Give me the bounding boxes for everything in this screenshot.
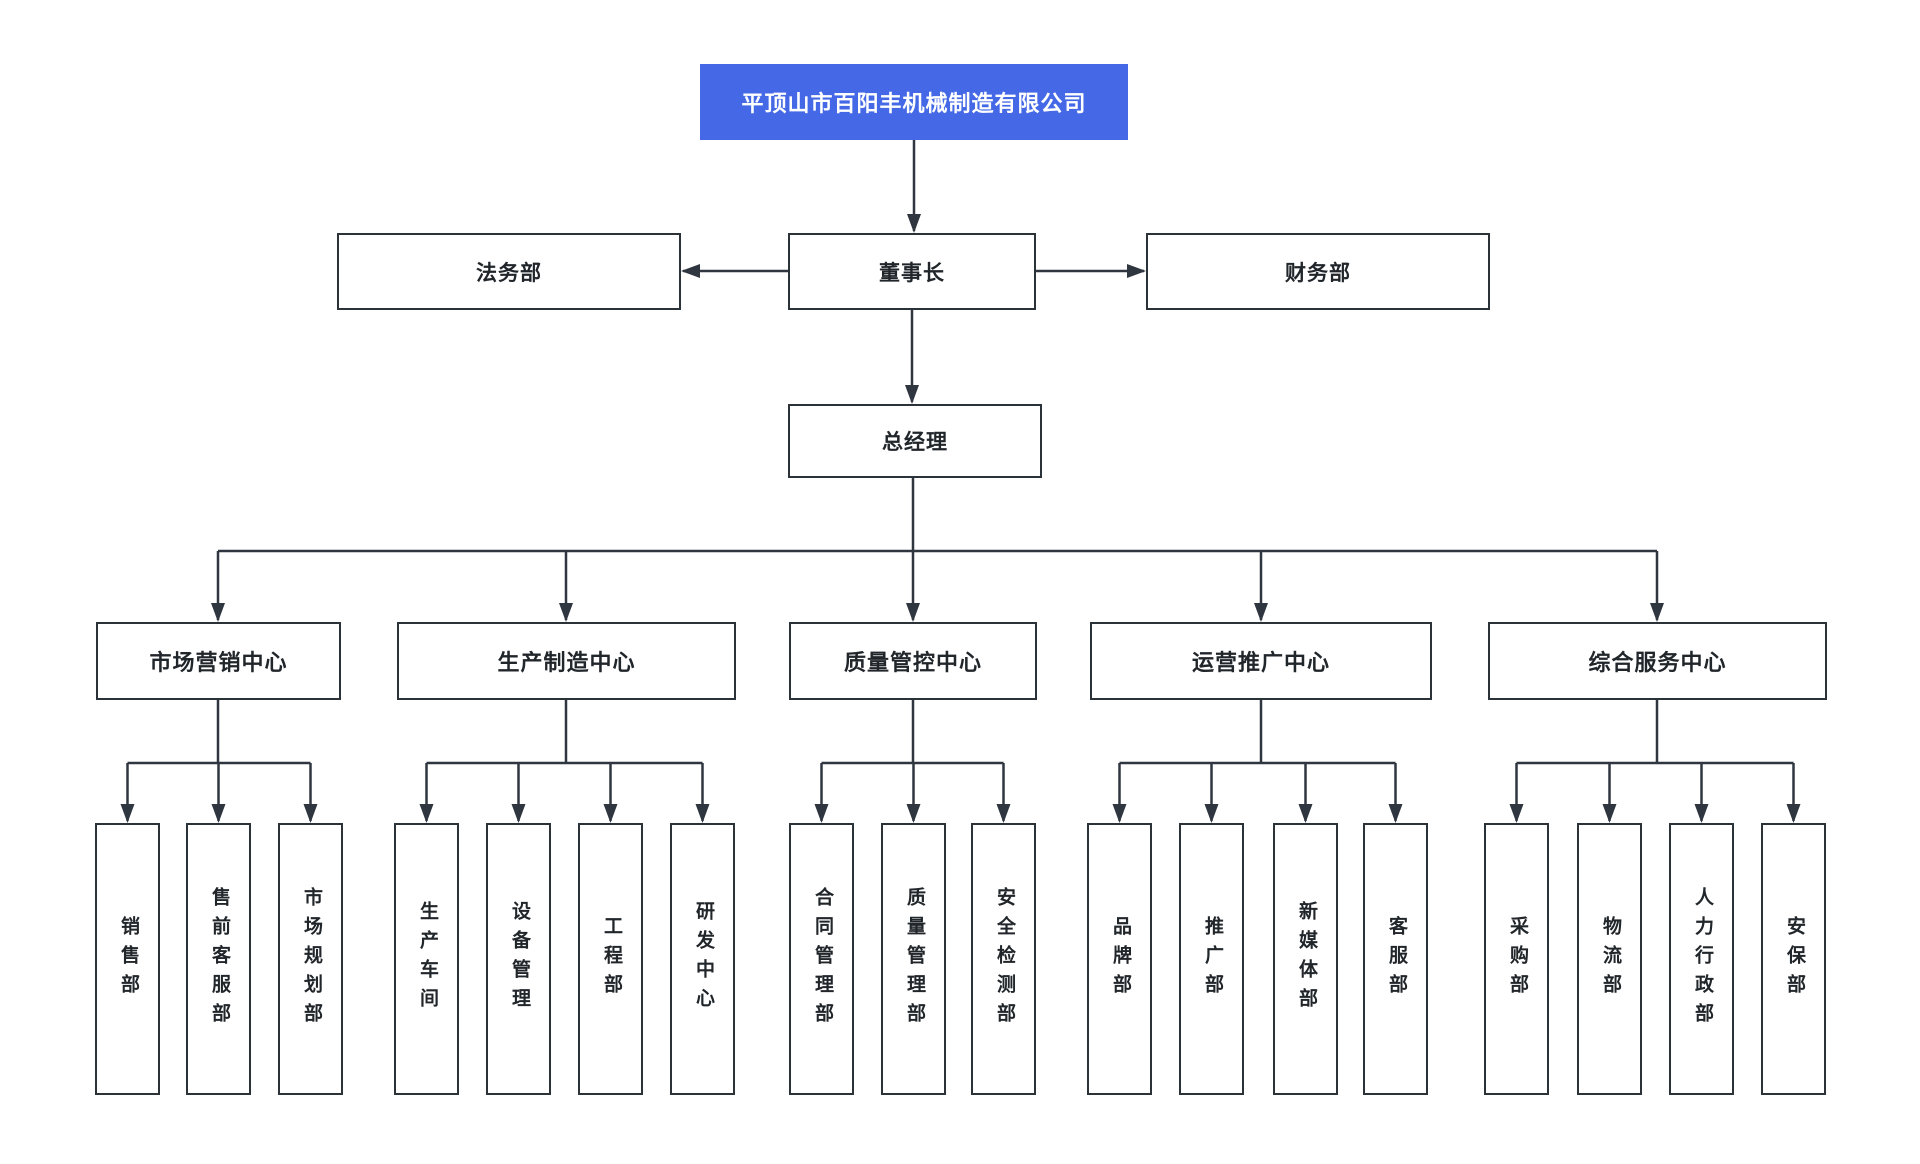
dept-label-contract-management: 合同管理部 <box>811 886 833 1032</box>
dept-box-brand: 品牌部 <box>1087 823 1152 1095</box>
dept-box-engineering: 工程部 <box>578 823 643 1095</box>
center-box-production: 生产制造中心 <box>397 622 736 700</box>
finance-dept-box: 财务部 <box>1146 233 1490 310</box>
dept-box-security: 安保部 <box>1761 823 1826 1095</box>
center-label-operations: 运营推广中心 <box>1191 650 1330 675</box>
dept-box-presales-service: 售前客服部 <box>186 823 251 1095</box>
dept-label-production-workshop: 生产车间 <box>416 901 438 1017</box>
center-label-marketing: 市场营销中心 <box>149 650 288 675</box>
dept-box-equipment-management: 设备管理 <box>486 823 551 1095</box>
dept-box-customer-service: 客服部 <box>1363 823 1428 1095</box>
dept-label-hr-admin: 人力行政部 <box>1691 886 1713 1032</box>
dept-label-safety-inspection: 安全检测部 <box>993 886 1015 1032</box>
dept-box-contract-management: 合同管理部 <box>789 823 854 1095</box>
center-box-services: 综合服务中心 <box>1488 622 1827 700</box>
dept-label-new-media: 新媒体部 <box>1295 901 1317 1017</box>
dept-label-engineering: 工程部 <box>600 915 622 1003</box>
dept-label-quality-management: 质量管理部 <box>903 886 925 1032</box>
dept-label-promotion: 推广部 <box>1201 915 1223 1003</box>
dept-label-presales-service: 售前客服部 <box>208 886 230 1032</box>
dept-label-sales: 销售部 <box>117 915 139 1003</box>
dept-box-production-workshop: 生产车间 <box>394 823 459 1095</box>
center-box-quality: 质量管控中心 <box>789 622 1037 700</box>
dept-label-procurement: 采购部 <box>1506 915 1528 1003</box>
dept-label-equipment-management: 设备管理 <box>508 901 530 1017</box>
dept-box-procurement: 采购部 <box>1484 823 1549 1095</box>
root-company-label: 平顶山市百阳丰机械制造有限公司 <box>741 91 1087 116</box>
center-label-services: 综合服务中心 <box>1588 650 1727 675</box>
dept-box-hr-admin: 人力行政部 <box>1669 823 1734 1095</box>
general-manager-box: 总经理 <box>788 404 1042 478</box>
dept-box-promotion: 推广部 <box>1179 823 1244 1095</box>
center-label-quality: 质量管控中心 <box>843 650 982 675</box>
dept-box-sales: 销售部 <box>95 823 160 1095</box>
legal-dept-label: 法务部 <box>476 261 542 285</box>
dept-box-quality-management: 质量管理部 <box>881 823 946 1095</box>
dept-box-logistics: 物流部 <box>1577 823 1642 1095</box>
root-company-box: 平顶山市百阳丰机械制造有限公司 <box>700 64 1128 140</box>
dept-box-market-planning: 市场规划部 <box>278 823 343 1095</box>
center-box-operations: 运营推广中心 <box>1090 622 1432 700</box>
dept-label-market-planning: 市场规划部 <box>300 886 322 1032</box>
legal-dept-box: 法务部 <box>337 233 681 310</box>
dept-box-safety-inspection: 安全检测部 <box>971 823 1036 1095</box>
center-label-production: 生产制造中心 <box>497 650 636 675</box>
dept-label-security: 安保部 <box>1783 915 1805 1003</box>
finance-dept-label: 财务部 <box>1285 261 1351 285</box>
general-manager-label: 总经理 <box>882 431 948 454</box>
dept-label-logistics: 物流部 <box>1599 915 1621 1003</box>
dept-box-new-media: 新媒体部 <box>1273 823 1338 1095</box>
center-box-marketing: 市场营销中心 <box>96 622 341 700</box>
chairman-label: 董事长 <box>879 261 945 285</box>
chairman-box: 董事长 <box>788 233 1036 310</box>
dept-label-rd-center: 研发中心 <box>692 901 714 1017</box>
dept-label-brand: 品牌部 <box>1109 915 1131 1003</box>
dept-label-customer-service: 客服部 <box>1385 915 1407 1003</box>
dept-box-rd-center: 研发中心 <box>670 823 735 1095</box>
